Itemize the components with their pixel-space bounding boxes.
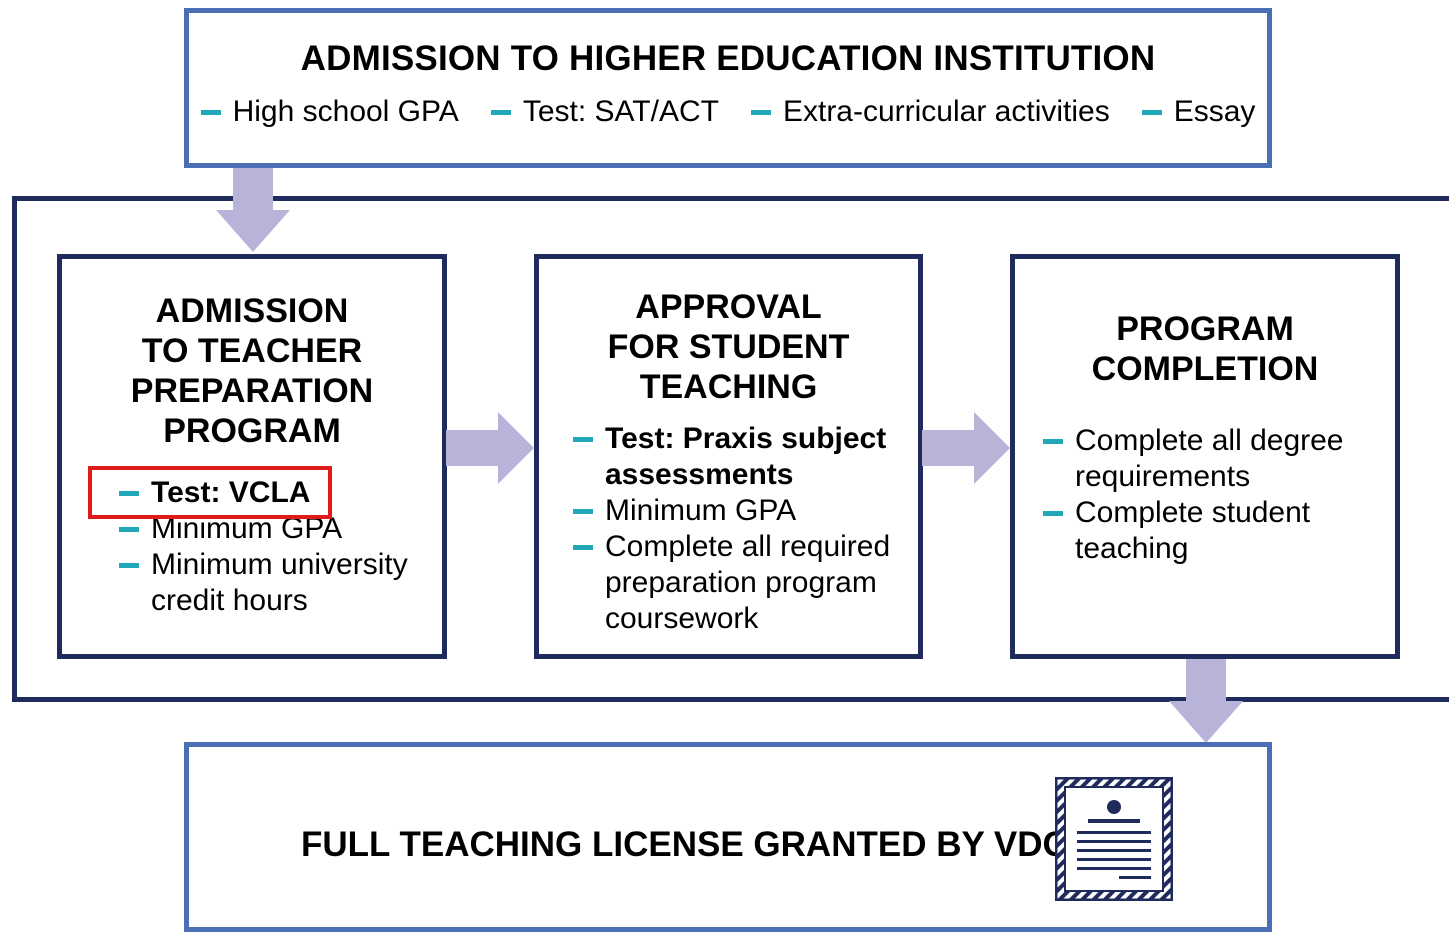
arrow-right-to-stage-3 [922,412,1010,484]
dash-bullet [573,509,593,514]
criterion-test: Test: SAT/ACT [490,95,719,129]
dash-bullet [1141,109,1162,115]
requirement-min-gpa: Minimum GPA [573,493,890,529]
dash-bullet [1043,511,1063,516]
arrow-right-to-stage-2 [446,412,534,484]
admission-criteria-list: High school GPA Test: SAT/ACT Extra-curr… [189,95,1267,129]
stage-admission-teacher-prep: ADMISSION TO TEACHER PREPARATION PROGRAM… [57,254,447,659]
stage-title: PROGRAM COMPLETION [1091,310,1319,388]
vcla-highlight-box [88,466,332,519]
stage-title: ADMISSION TO TEACHER PREPARATION PROGRAM [130,292,374,450]
criterion-essay: Essay [1141,95,1256,129]
dash-bullet [490,109,511,115]
criterion-label: Extra-curricular activities [782,95,1110,128]
dash-bullet [1043,439,1063,444]
criterion-label: High school GPA [232,95,459,128]
requirement-vcla-test: Test: VCLA [119,475,408,511]
dash-bullet [573,437,593,442]
dash-bullet [119,491,139,496]
dash-bullet [119,563,139,568]
arrow-down-to-stage-1 [216,168,290,252]
dash-bullet [750,109,771,115]
criterion-label: Test: SAT/ACT [522,95,719,128]
certificate-icon [1055,777,1173,901]
arrow-down-to-license [1169,659,1243,743]
criterion-gpa: High school GPA [200,95,459,129]
dash-bullet [200,109,221,115]
dash-bullet [119,527,139,532]
dash-bullet [573,545,593,550]
criterion-activities: Extra-curricular activities [750,95,1110,129]
teacher-program-frame [12,196,1449,702]
license-box: FULL TEACHING LICENSE GRANTED BY VDOE [184,742,1272,932]
criterion-label: Essay [1173,95,1256,128]
license-text: FULL TEACHING LICENSE GRANTED BY VDOE [301,825,1094,864]
stage-title: APPROVAL FOR STUDENT TEACHING [607,288,850,406]
higher-education-admission-title: ADMISSION TO HIGHER EDUCATION INSTITUTIO… [300,39,1156,78]
higher-education-admission-box: ADMISSION TO HIGHER EDUCATION INSTITUTIO… [184,8,1272,168]
stage-approval-student-teaching: APPROVAL FOR STUDENT TEACHING Test: Prax… [534,254,923,659]
requirements-list: Test: VCLA Minimum GPA Minimum universit… [119,475,408,619]
